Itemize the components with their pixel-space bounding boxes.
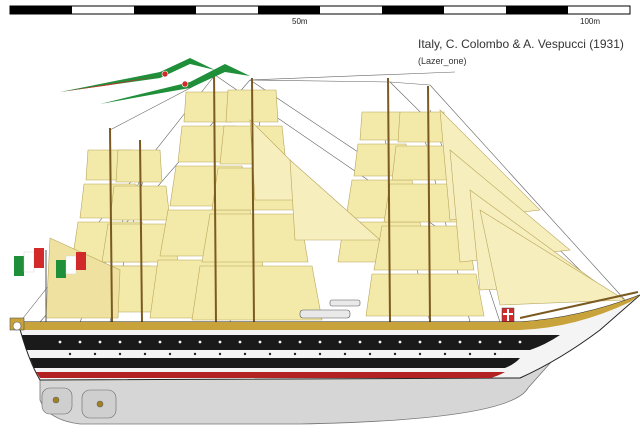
- italian-naval-flag-icon: [14, 248, 86, 322]
- masts: [109, 69, 431, 325]
- savoy-shield-icon: [501, 307, 515, 323]
- scale-label-50m: 50m: [292, 17, 308, 26]
- scale-label-100m: 100m: [580, 17, 600, 26]
- propellers: [41, 387, 117, 419]
- hull: [9, 291, 640, 425]
- sails: [45, 89, 626, 321]
- drawing-credit: (Lazer_one): [418, 56, 467, 66]
- pennants: [60, 58, 250, 104]
- drawing-title: Italy, C. Colombo & A. Vespucci (1931): [418, 37, 624, 51]
- deck-boats: [299, 299, 361, 319]
- scale-bar: 50m 100m: [9, 5, 631, 26]
